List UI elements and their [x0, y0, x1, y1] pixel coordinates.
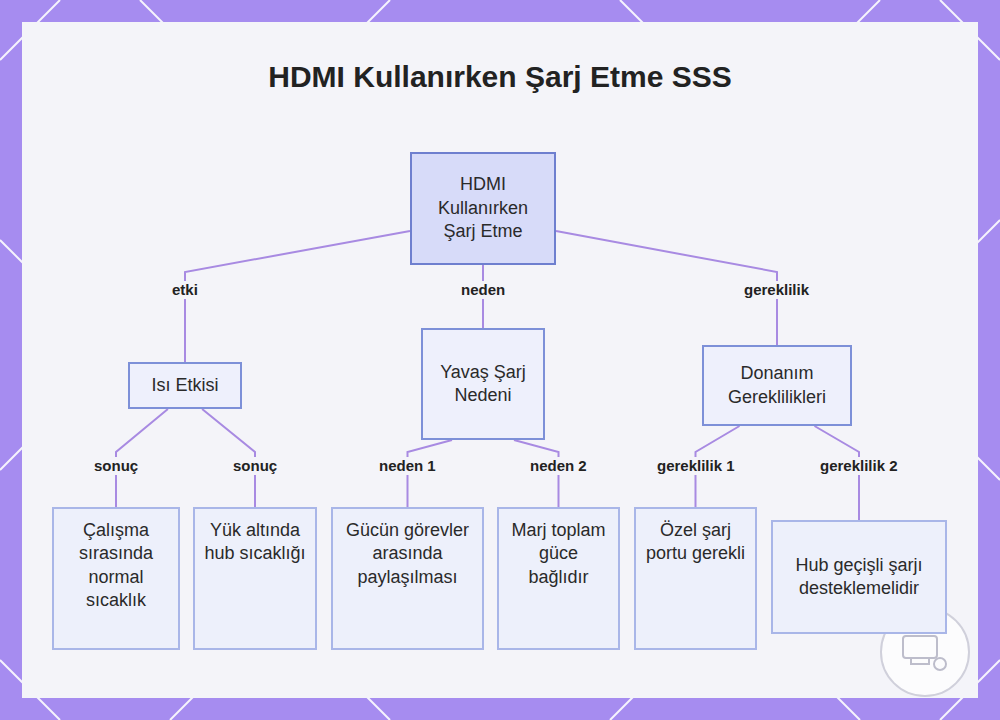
edge-label: gereklilik [741, 281, 812, 299]
detail-box: Hub geçişli şarjı desteklemelidir [771, 520, 947, 634]
edge-label: neden 1 [376, 457, 439, 475]
category-box: Donanım Gereklilikleri [702, 345, 852, 426]
detail-box: Marj toplam güce bağlıdır [497, 507, 620, 650]
node-text: Donanım Gereklilikleri [712, 362, 842, 409]
edge-label: sonuç [91, 457, 141, 475]
node-text: Marj toplam güce bağlıdır [507, 519, 610, 589]
detail-box: Yük altında hub sıcaklığı [193, 507, 317, 650]
edge-label: neden 2 [527, 457, 590, 475]
root-box: HDMI Kullanırken Şarj Etme [410, 152, 556, 265]
node-text: Gücün görevler arasında paylaşılması [341, 519, 474, 589]
category-box: Isı Etkisi [128, 362, 242, 409]
connector-line [185, 231, 410, 362]
category-box: Yavaş Şarj Nedeni [421, 328, 545, 440]
node-text: Çalışma sırasında normal sıcaklık [62, 519, 170, 613]
node-text: Hub geçişli şarjı desteklemelidir [781, 554, 937, 601]
edge-label: gereklilik 2 [817, 457, 901, 475]
node-text: Yük altında hub sıcaklığı [203, 519, 307, 566]
edge-label: sonuç [230, 457, 280, 475]
detail-box: Çalışma sırasında normal sıcaklık [52, 507, 180, 650]
edge-label: etki [169, 281, 201, 299]
detail-box: Gücün görevler arasında paylaşılması [331, 507, 484, 650]
node-text: Özel şarj portu gerekli [644, 519, 747, 566]
edge-label: neden [458, 281, 508, 299]
edge-label: gereklilik 1 [654, 457, 738, 475]
detail-box: Özel şarj portu gerekli [634, 507, 757, 650]
node-text: HDMI Kullanırken Şarj Etme [420, 173, 546, 243]
node-text: Yavaş Şarj Nedeni [431, 361, 535, 408]
node-text: Isı Etkisi [151, 374, 218, 397]
diagram-title: HDMI Kullanırken Şarj Etme SSS [0, 60, 1000, 94]
